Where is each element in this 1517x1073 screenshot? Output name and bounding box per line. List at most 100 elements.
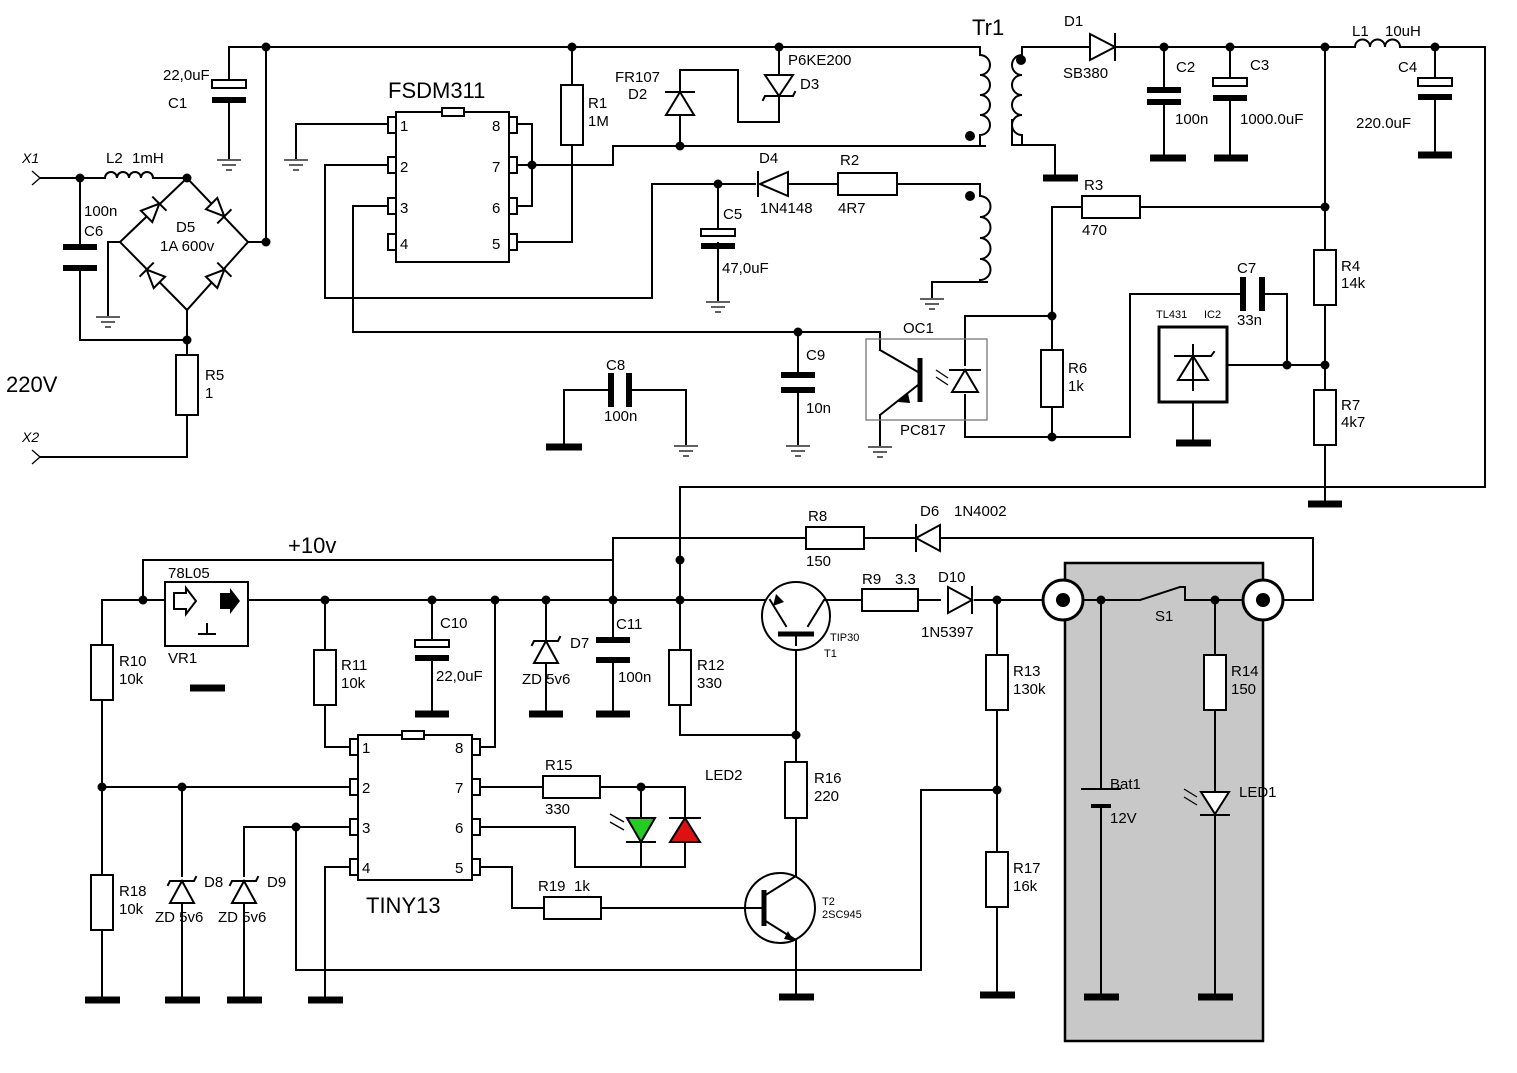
ground-icon [920, 298, 944, 310]
svg-text:T2: T2 [822, 896, 835, 908]
svg-text:22,0uF: 22,0uF [163, 67, 210, 84]
svg-text:R1: R1 [588, 95, 607, 112]
svg-text:1N4002: 1N4002 [954, 503, 1007, 520]
svg-text:6: 6 [492, 200, 500, 217]
zener-d7: D7 ZD 5v6 [522, 635, 589, 688]
ground-icon [868, 446, 892, 458]
svg-text:2: 2 [362, 780, 370, 797]
svg-text:R9: R9 [862, 571, 881, 588]
svg-text:10k: 10k [119, 671, 144, 688]
x2-label: X2 [21, 429, 39, 445]
svg-text:T1: T1 [824, 648, 837, 660]
svg-text:130k: 130k [1013, 681, 1046, 698]
svg-text:C2: C2 [1176, 59, 1195, 76]
svg-text:1: 1 [205, 385, 213, 402]
svg-text:R7: R7 [1341, 397, 1360, 414]
svg-text:100n: 100n [1175, 111, 1208, 128]
resistor-r8: R8 150 [805, 508, 865, 570]
svg-text:R5: R5 [205, 367, 224, 384]
resistor-r18: R18 10k [90, 874, 147, 931]
svg-text:5: 5 [492, 236, 500, 253]
x1-label: X1 [21, 150, 39, 166]
terminal-x2: X2 [21, 429, 41, 465]
svg-text:8: 8 [455, 740, 463, 757]
svg-text:4: 4 [400, 236, 408, 253]
svg-text:4R7: 4R7 [838, 200, 866, 217]
resistor-r9: R9 3.3 [861, 571, 919, 612]
svg-text:C4: C4 [1398, 59, 1417, 76]
svg-text:D10: D10 [938, 569, 966, 586]
svg-text:IC2: IC2 [1204, 309, 1221, 321]
mcu-tiny13: 1 2 3 4 5 6 7 8 TINY13 [349, 730, 481, 918]
svg-text:D6: D6 [920, 503, 939, 520]
mains-voltage-label: 220V [6, 372, 58, 397]
svg-text:PC817: PC817 [900, 422, 946, 439]
svg-text:C5: C5 [723, 206, 742, 223]
svg-text:R15: R15 [545, 757, 573, 774]
terminal-x1: X1 [21, 150, 41, 186]
transistor-t2: T2 2SC945 [744, 865, 862, 969]
svg-text:22,0uF: 22,0uF [436, 668, 483, 685]
svg-text:Bat1: Bat1 [1110, 776, 1141, 793]
resistor-r15: R15 330 [542, 757, 601, 818]
regulator-ic2-tl431: TL431 IC2 [1156, 309, 1229, 404]
svg-text:ZD 5v6: ZD 5v6 [522, 671, 570, 688]
svg-text:100n: 100n [604, 408, 637, 425]
svg-text:D5: D5 [176, 219, 195, 236]
svg-text:D7: D7 [570, 635, 589, 652]
svg-text:R17: R17 [1013, 860, 1041, 877]
bridge-rectifier-d5: D5 1A 600v [118, 176, 250, 312]
svg-text:10n: 10n [806, 400, 831, 417]
svg-text:1N5397: 1N5397 [921, 624, 974, 641]
svg-text:3.3: 3.3 [895, 571, 916, 588]
capacitor-c5: C5 47,0uF [700, 206, 769, 277]
ground-icon [706, 301, 730, 313]
svg-text:220: 220 [814, 788, 839, 805]
svg-text:C8: C8 [606, 357, 625, 374]
resistor-r6: R6 1k [1040, 349, 1087, 408]
svg-text:7: 7 [455, 780, 463, 797]
svg-text:2: 2 [400, 159, 408, 176]
inductor-l2: L2 1mH [103, 150, 164, 180]
svg-text:1A 600v: 1A 600v [160, 238, 215, 255]
svg-text:D9: D9 [267, 874, 286, 891]
led2-green-red: LED2 [609, 767, 743, 844]
mcu-label: TINY13 [366, 893, 441, 918]
svg-text:150: 150 [1231, 681, 1256, 698]
capacitor-c8: C8 100n [604, 357, 637, 425]
svg-text:P6KE200: P6KE200 [788, 52, 851, 69]
svg-text:L1: L1 [1352, 23, 1369, 40]
svg-text:L2: L2 [106, 150, 123, 167]
regulator-vr1: 78L05 VR1 [164, 565, 249, 667]
svg-text:D2: D2 [628, 86, 647, 103]
resistor-r11: R11 10k [313, 649, 367, 706]
led1: LED1 [1183, 784, 1277, 816]
svg-text:C1: C1 [168, 95, 187, 112]
svg-text:C3: C3 [1250, 57, 1269, 74]
svg-text:4k7: 4k7 [1341, 414, 1365, 431]
diode-d6: D6 1N4002 [913, 503, 1007, 553]
transformer-label: Tr1 [972, 15, 1004, 40]
ic-fsdm311: FSDM311 1 2 3 4 5 6 7 8 [387, 78, 518, 263]
svg-text:C6: C6 [84, 223, 103, 240]
svg-text:R8: R8 [808, 508, 827, 525]
svg-text:2SC945: 2SC945 [822, 909, 862, 921]
svg-text:78L05: 78L05 [168, 565, 210, 582]
rail-voltage-label: +10v [288, 533, 336, 558]
ic-fsdm311-label: FSDM311 [388, 78, 485, 103]
svg-text:R18: R18 [119, 883, 147, 900]
svg-text:C7: C7 [1237, 260, 1256, 277]
svg-text:7: 7 [492, 159, 500, 176]
diode-d4: D4 1N4148 [757, 150, 813, 217]
svg-text:FR107: FR107 [615, 69, 660, 86]
ground-icon [96, 316, 120, 328]
optocoupler-oc1: OC1 PC817 [865, 320, 988, 439]
ground-icon [217, 159, 241, 171]
svg-text:1: 1 [400, 118, 408, 135]
resistor-r19: R19 1k [538, 878, 602, 920]
svg-text:14k: 14k [1341, 275, 1366, 292]
svg-text:R4: R4 [1341, 258, 1360, 275]
svg-text:OC1: OC1 [903, 320, 934, 337]
resistor-r7: R7 4k7 [1313, 389, 1365, 446]
